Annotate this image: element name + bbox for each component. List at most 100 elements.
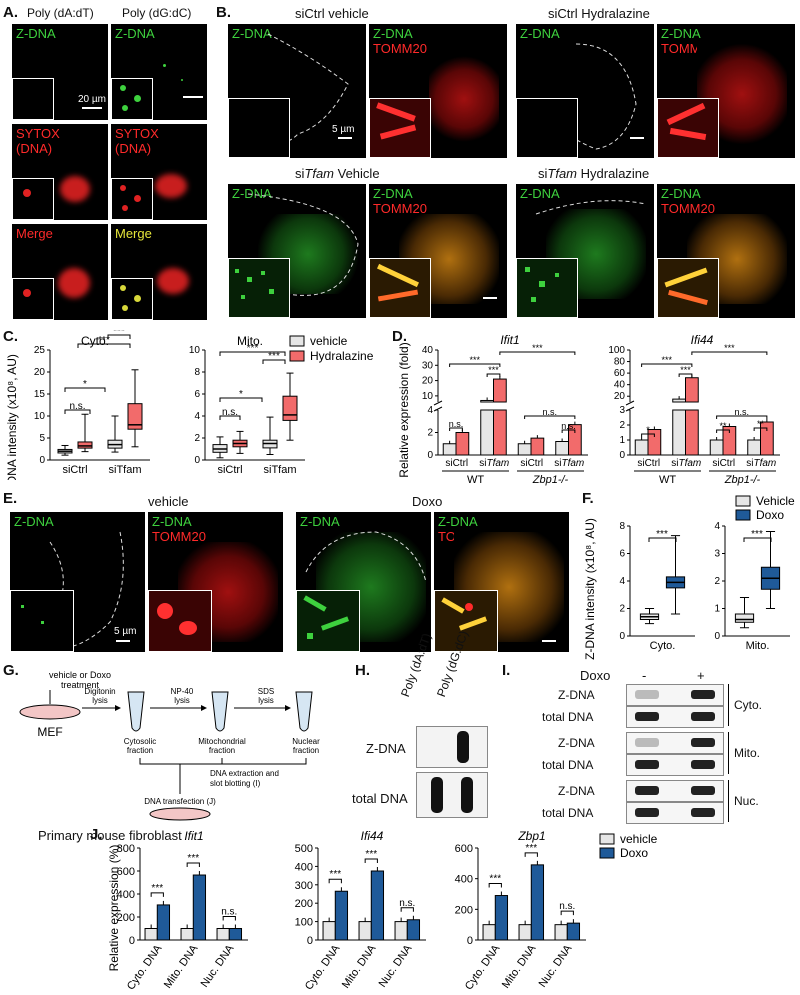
y-tick-label: 2 [427,428,433,439]
h-row-zdna: Z-DNA [366,741,406,756]
sig-bracket [678,373,693,377]
i-fraction-bracket [728,732,729,774]
inset [657,258,719,318]
y-tick-label: 5 [39,433,45,444]
i-blot-zdna [626,684,724,706]
g-cyto-l2: fraction [127,746,153,755]
sig-label: n.s. [222,407,238,418]
y-tick-label: 0 [194,455,200,466]
micrograph-a-zdna-dgc: Z-DNA [111,24,207,120]
sig-label: *** [680,365,691,375]
g-extract-l1: DNA extraction and [210,769,279,778]
inset [657,98,719,158]
legend-vehicle: vehicle [620,832,658,846]
bar-upper [480,399,494,403]
sig-label: *** [329,869,341,880]
x-tick-label: siCtrl [445,458,468,469]
sig-label: *** [113,330,125,337]
sig-bracket [560,910,574,916]
sig-label: *** [724,343,735,353]
micrograph-a-merge-dgc: Merge [111,224,207,320]
x-tick-label: siCtrl [712,458,735,469]
panel-f-label: F. [582,490,594,507]
y-tick-label: 8 [619,521,625,532]
j-title: Zbp1 [517,829,545,843]
tube-cyto [127,691,145,732]
i-row-total: total DNA [542,710,594,724]
bar-lower [517,443,532,456]
bar [406,919,421,941]
i-fraction-label: Mito. [734,746,761,760]
bar-lower [480,409,494,456]
label-zdna: Z-DNA [14,514,54,529]
g-mef: MEF [37,725,62,739]
y-tick-label: 0 [39,455,45,466]
sig-label: *** [187,853,199,864]
legend-hydralazine: Hydralazine [310,349,374,363]
micrograph-a-zdna-dat: Z-DNA 20 µm [12,24,108,120]
sig-bracket [449,427,463,431]
x-tick-label: Cyto. DNA [463,942,503,992]
panel-b-cond-4: siTfam Hydralazine [538,166,650,181]
sig-label: *** [151,883,163,894]
bar [494,895,509,941]
legend-doxo: Doxo [756,508,784,522]
bar-lower [747,439,761,456]
panel-g-label: G. [3,662,19,679]
label-zdna: Z-DNA [373,26,413,41]
inset [111,278,153,320]
y-tick-label: 0 [427,450,433,461]
y-tick-label: 500 [295,843,313,855]
group-label-zbp1: Zbp1-/- [724,474,761,486]
d-ylabel: Relative expression (fold) [397,342,411,477]
h-blot-zdna [416,726,488,768]
y-tick-label: 3 [619,405,625,416]
legend-doxo: Doxo [620,846,648,860]
label-tomm20: TOMM20 [373,201,427,216]
group-label-zbp1: Zbp1-/- [532,474,569,486]
g-primary: Primary mouse fibroblast [38,828,182,843]
c-title-mito: Mito. [237,334,263,348]
scale-bar-label: 20 µm [78,94,106,105]
sig-bracket [262,359,286,364]
sig-label: n.s. [561,421,576,431]
g-nuc-l2: fraction [293,746,319,755]
bar-lower [555,441,569,456]
y-tick-label: 1 [619,435,625,446]
y-tick-label: 6 [619,549,625,560]
g-np40-l2: lysis [174,696,190,705]
x-tick-label: siCtrl [520,458,543,469]
label-sytox: SYTOX [115,126,159,141]
sig-label: n.s. [449,419,464,429]
g-nuc-l1: Nuclear [292,737,320,746]
micrograph-e-veh-zdna: Z-DNA 5 µm [10,512,145,652]
i-blot-band [691,808,715,817]
label-zdna: Z-DNA [300,514,340,529]
panel-a-col-2: Poly (dG:dC) [122,6,192,20]
i-blot-band [635,690,659,699]
legend-vehicle: Vehicle [756,494,795,508]
sig-bracket [561,429,576,433]
micrograph-a-merge-dat: Merge [12,224,108,320]
sig-bracket [64,387,106,392]
i-fraction-bracket [728,780,729,822]
sig-bracket [648,537,677,542]
y-tick-label: 10 [422,391,434,402]
bar-lower [455,432,470,456]
panel-i-label: I. [502,662,511,679]
y-tick-label: 40 [614,380,626,391]
label-dna: (DNA) [115,141,152,156]
label-zdna: Z-DNA [152,514,192,529]
bar-lower [647,429,662,456]
y-tick-label: 100 [295,917,313,929]
micrograph-b-sitfam-hyd-zdna: Z-DNA [516,184,654,318]
y-tick-label: 30 [422,360,434,371]
y-tick-label: 40 [422,345,434,356]
label-tomm20: TOMM20 [661,201,715,216]
sig-label: *** [488,365,499,375]
panel-a-label: A. [3,4,18,21]
y-tick-label: 4 [619,576,625,587]
panel-b-cond-3: siTfam Vehicle [295,166,380,181]
g-digitonin-l2: lysis [92,696,108,705]
legend-swatch-vehicle [599,833,615,845]
